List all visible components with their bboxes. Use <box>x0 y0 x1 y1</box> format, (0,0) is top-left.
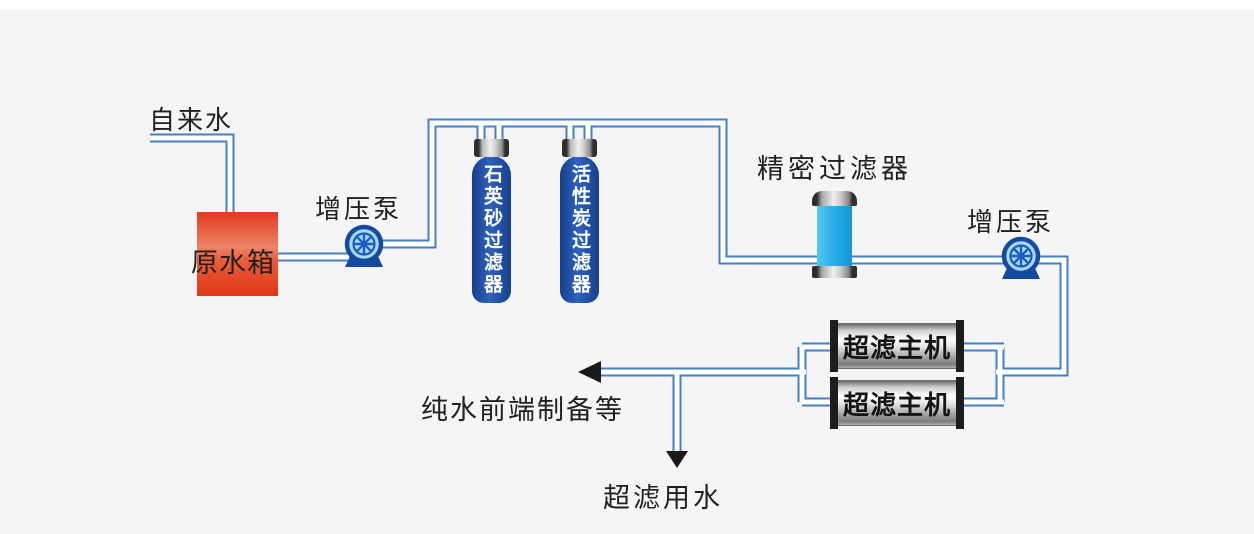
uf-water-label: 超滤用水 <box>603 483 723 513</box>
booster-pump-1-icon <box>344 224 384 267</box>
booster-pump-2-label: 增压泵 <box>967 207 1055 237</box>
quartz-sand-filter-cap <box>474 139 509 157</box>
uf-unit-2-right-cap <box>956 377 964 429</box>
quartz-sand-filter-label: 石英砂过滤器 <box>481 163 502 296</box>
uf-unit-1-shell: 超滤主机 <box>836 323 958 369</box>
uf-unit-1-right-cap <box>956 320 964 372</box>
booster-pump-1-label: 增压泵 <box>315 194 403 224</box>
flow-arrow-down-icon <box>666 451 688 468</box>
uf-main-unit-2: 超滤主机 <box>830 377 964 429</box>
flow-arrow-left-icon <box>578 361 601 383</box>
precision-filter-label: 精密过滤器 <box>757 154 912 184</box>
activated-carbon-filter-cap <box>562 139 597 157</box>
precision-filter-top-cap <box>812 191 857 206</box>
quartz-sand-filter-vessel: 石英砂过滤器 <box>472 156 511 303</box>
pipe-core <box>150 120 1067 452</box>
uf-unit-2-shell: 超滤主机 <box>836 380 958 426</box>
activated-carbon-filter-vessel: 活性炭过滤器 <box>560 156 599 303</box>
uf-main-unit-1: 超滤主机 <box>830 320 964 372</box>
pure-water-frontend-label: 纯水前端制备等 <box>421 395 624 425</box>
raw-water-tank-label: 原水箱 <box>191 248 275 278</box>
activated-carbon-filter-label: 活性炭过滤器 <box>569 163 590 296</box>
uf-unit-1-left-cap <box>830 320 838 372</box>
precision-filter-body <box>817 205 852 267</box>
tap-water-label: 自来水 <box>149 105 234 135</box>
uf-unit-2-label: 超滤主机 <box>842 389 951 420</box>
raw-water-tank <box>197 212 278 296</box>
uf-unit-1-label: 超滤主机 <box>842 332 951 363</box>
uf-unit-2-left-cap <box>830 377 838 429</box>
booster-pump-2-icon <box>1001 236 1041 279</box>
precision-filter-bottom-cap <box>812 266 857 278</box>
